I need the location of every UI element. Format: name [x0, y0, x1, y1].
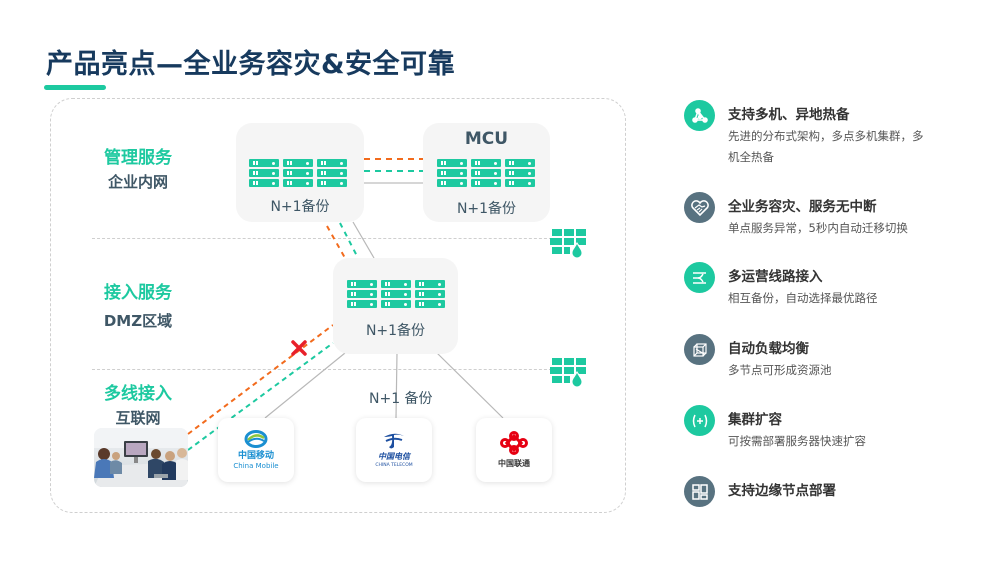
feature-description: 单点服务异常，5秒内自动迁移切换 [728, 221, 908, 235]
zone-secondary-label: 互联网 [115, 409, 161, 427]
heart-handshake-icon [684, 192, 715, 223]
management-server-box: N+1备份 [236, 123, 364, 222]
zone-primary-label: 接入服务 [104, 283, 172, 303]
page-title: 产品亮点—全业务容灾&安全可靠 [46, 49, 456, 80]
carrier-card-china-mobile: 中国移动 China Mobile [218, 418, 294, 482]
zone-primary-label: 管理服务 [104, 148, 172, 168]
cube-balance-icon [684, 334, 715, 365]
carrier-subtitle: China Mobile [233, 462, 279, 470]
server-rack-icon [437, 159, 535, 187]
server-box-caption: N+1备份 [365, 323, 426, 339]
server-rack-icon [249, 159, 347, 187]
zone-divider-intranet-dmz [92, 238, 562, 239]
title-underline [44, 85, 106, 90]
mcu-server-box: MCU N+1备份 [423, 123, 550, 222]
zone-label-management: 管理服务 企业内网 [83, 147, 193, 193]
server-rack-icon [347, 280, 445, 308]
feature-description: 先进的分布式架构，多点多机集群，多机全热备 [728, 129, 924, 164]
cluster-plus-icon [684, 405, 715, 436]
feature-description: 相互备份，自动选择最优路径 [728, 291, 878, 305]
feature-description: 多节点可形成资源池 [728, 363, 832, 377]
china-mobile-logo-icon [244, 430, 268, 448]
firewall-icon [550, 358, 586, 388]
network-nodes-icon [684, 100, 715, 131]
edge-node-icon [684, 476, 715, 507]
zone-primary-label: 多线接入 [104, 384, 172, 404]
zone-divider-dmz-internet [92, 369, 562, 370]
zone-label-multiline: 多线接入 互联网 [83, 383, 193, 429]
carrier-subtitle: CHINA TELECOM [375, 462, 413, 468]
carrier-name: 中国移动 [237, 451, 274, 461]
feature-title: 支持多机、异地热备 [728, 107, 850, 123]
feature-title: 自动负载均衡 [728, 341, 809, 357]
feature-title: 支持边缘节点部署 [728, 483, 836, 499]
zone-secondary-label: 企业内网 [107, 173, 168, 191]
feature-title: 集群扩容 [728, 412, 782, 428]
feature-title: 全业务容灾、服务无中断 [728, 199, 877, 215]
server-box-caption: N+1备份 [270, 199, 330, 215]
zone-label-access: 接入服务 DMZ区域 [83, 282, 193, 332]
carrier-backup-label: N+1 备份 [369, 391, 433, 407]
server-box-caption: N+1备份 [456, 201, 517, 217]
feature-title: 多运营线路接入 [728, 269, 823, 285]
zone-secondary-label: DMZ区域 [103, 312, 173, 330]
access-server-box: N+1备份 [333, 258, 458, 354]
carrier-card-china-telecom: 中国电信 CHINA TELECOM [356, 418, 432, 482]
carrier-name: 中国联通 [498, 459, 530, 468]
diagram-frame [50, 98, 626, 513]
firewall-icon [550, 229, 586, 259]
china-unicom-logo-icon [500, 431, 528, 455]
feature-description: 可按需部署服务器快速扩容 [728, 434, 866, 448]
carrier-card-china-unicom: 中国联通 [476, 418, 552, 482]
route-split-icon [684, 262, 715, 293]
video-conference-photo [94, 428, 188, 487]
carrier-name: 中国电信 [378, 451, 410, 461]
server-box-title: MCU [464, 129, 509, 149]
china-telecom-logo-icon [384, 433, 404, 448]
